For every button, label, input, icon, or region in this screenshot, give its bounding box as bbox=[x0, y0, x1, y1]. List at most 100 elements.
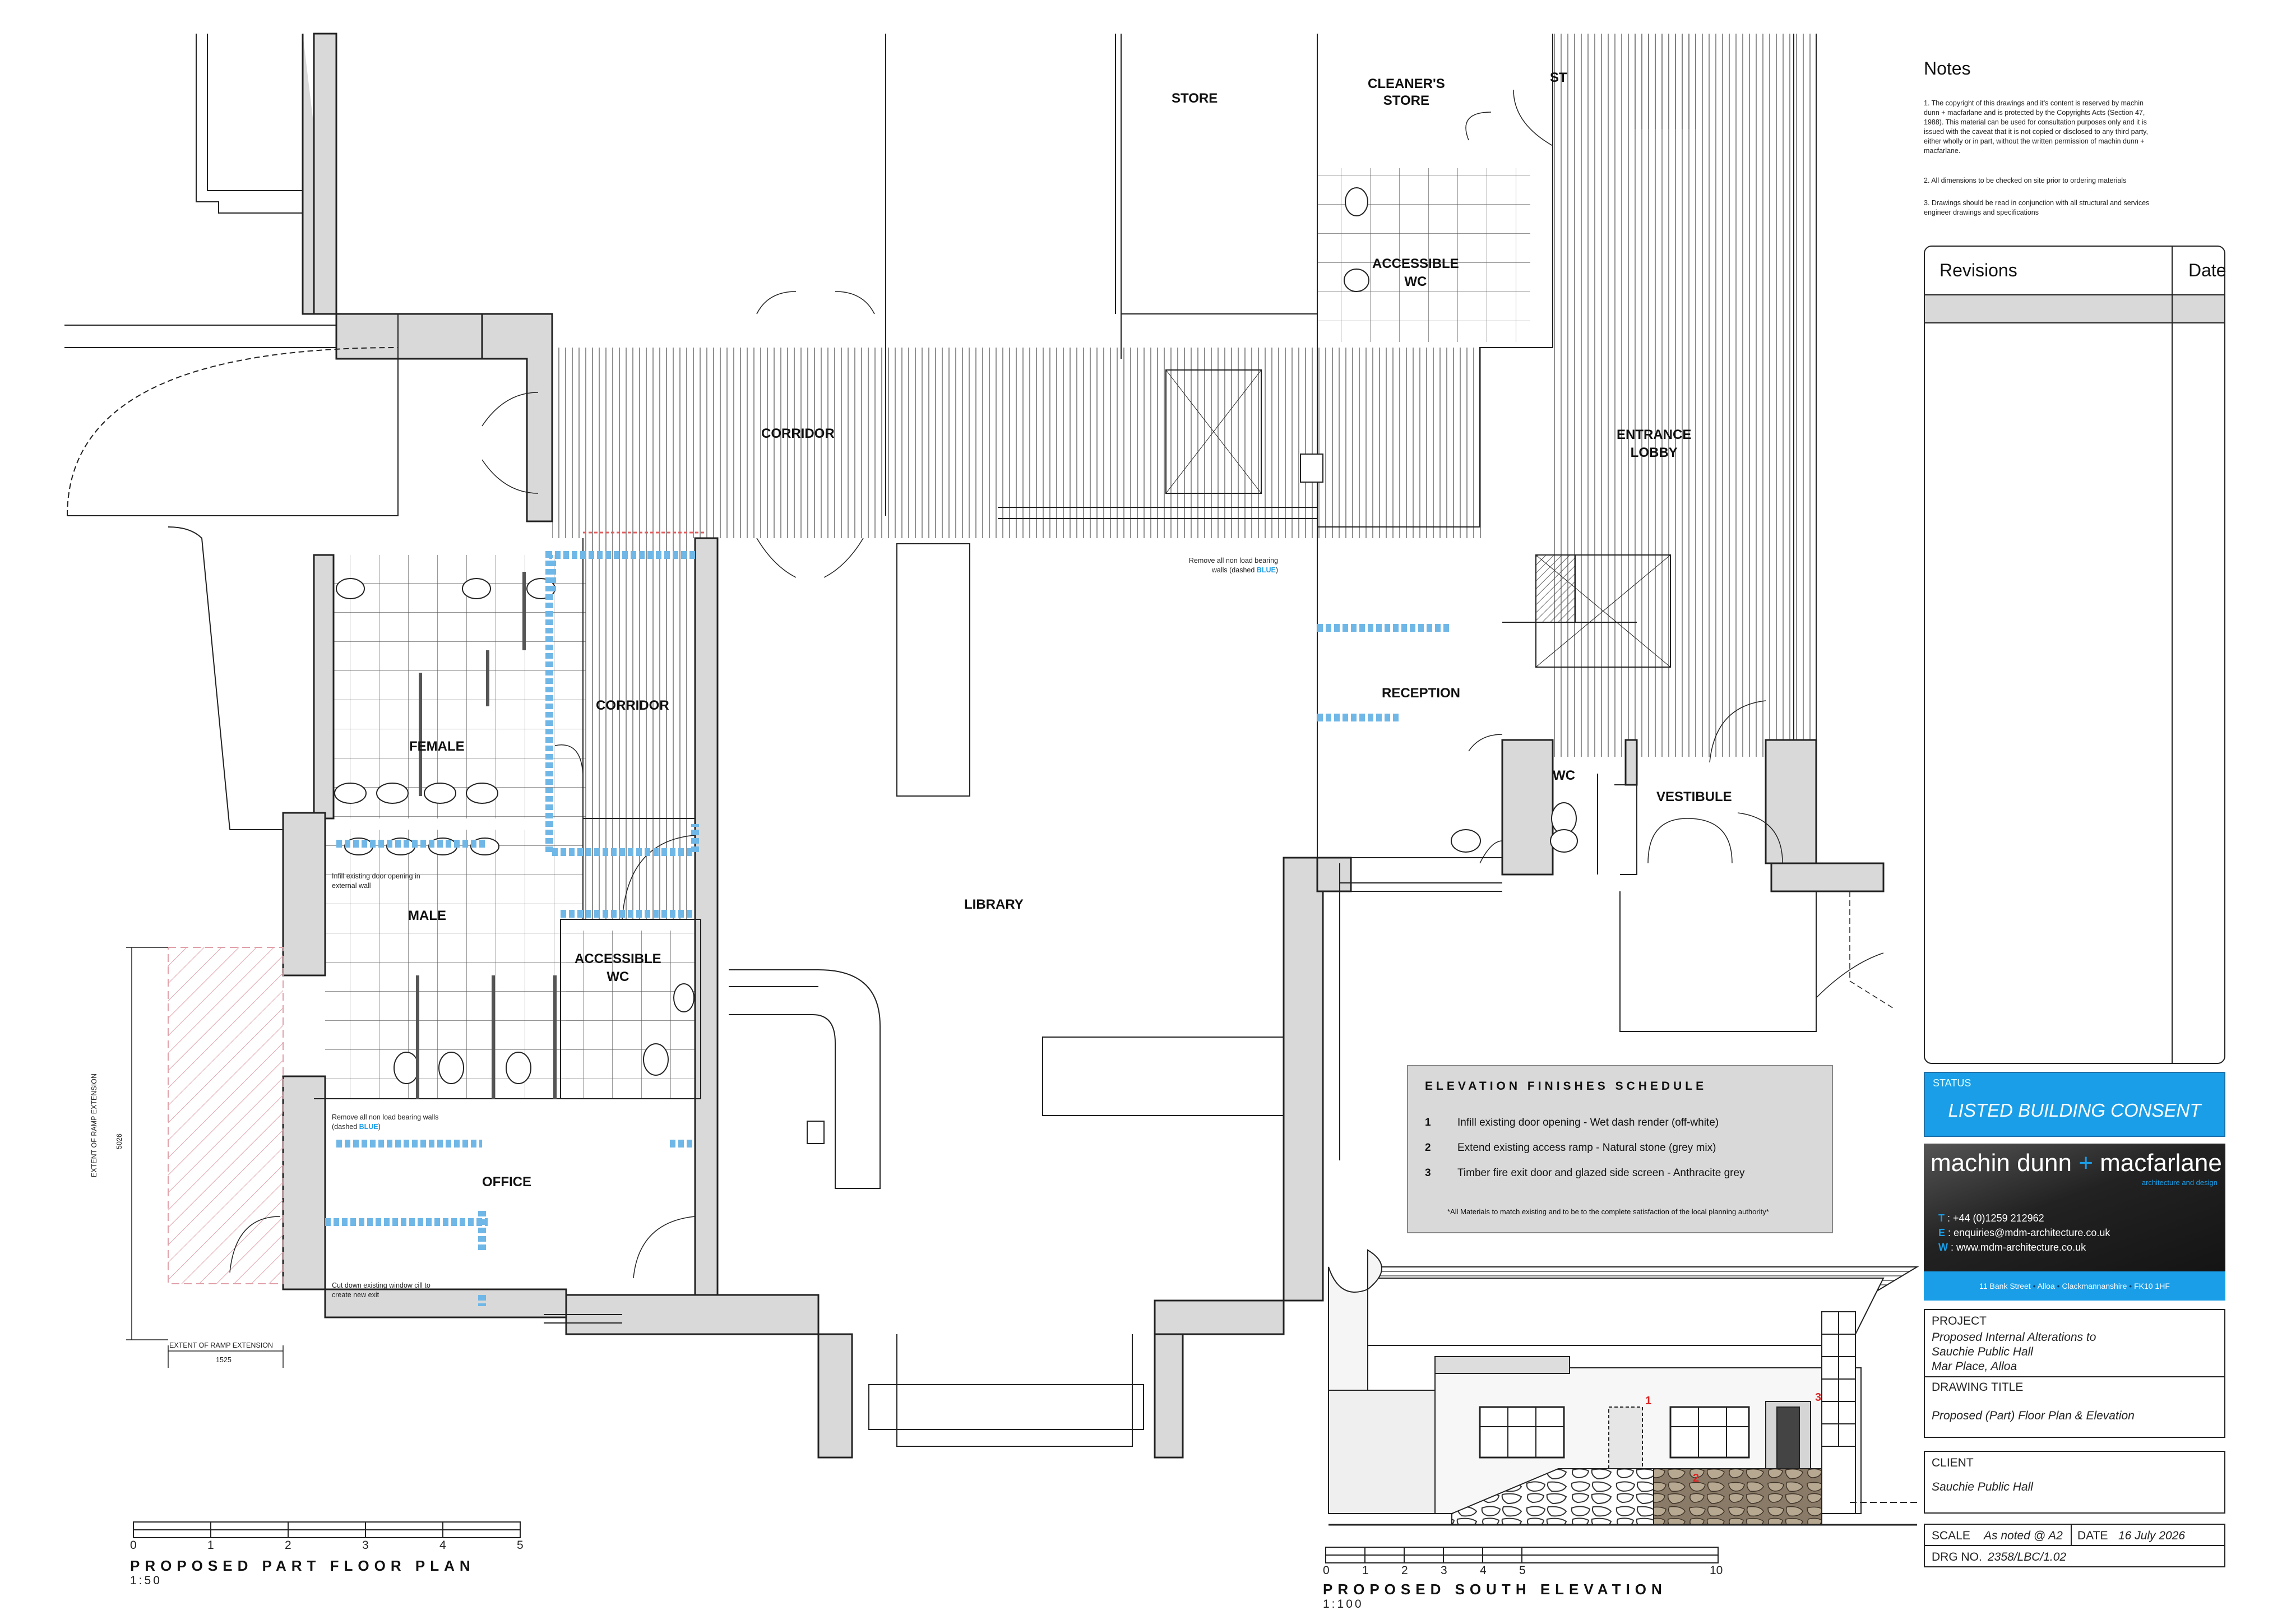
room-label-corridor-left: CORRIDOR bbox=[596, 698, 669, 713]
drawing-title-label: DRAWING TITLE bbox=[1932, 1381, 2024, 1394]
status-value: LISTED BUILDING CONSENT bbox=[1948, 1100, 2201, 1121]
room-label-wc: WC bbox=[1553, 768, 1575, 783]
elevation-marker-2: 2 bbox=[1693, 1472, 1700, 1484]
notes-item-2: 2. All dimensions to be checked on site … bbox=[1924, 177, 2127, 184]
elev-scale-tick: 4 bbox=[1480, 1564, 1487, 1577]
elev-scale-tick: 3 bbox=[1441, 1564, 1447, 1577]
room-label-st: ST bbox=[1550, 70, 1567, 85]
plan-scale-tick: 3 bbox=[362, 1539, 369, 1552]
south-elevation bbox=[1328, 1249, 1919, 1526]
notes-item-1: 1. The copyright of this drawings and it… bbox=[1924, 99, 2148, 155]
revisions-date-header: Date bbox=[2188, 260, 2226, 280]
schedule-row: 2 Extend existing access ramp - Natural s… bbox=[1425, 1142, 1716, 1154]
logo-web: W : www.mdm-architecture.co.uk bbox=[1938, 1242, 2086, 1253]
plan-scale-ratio: 1:50 bbox=[130, 1574, 162, 1587]
floor-plan bbox=[64, 33, 1895, 1459]
elev-scale-tick: 0 bbox=[1323, 1564, 1330, 1577]
ramp-extension-hatch bbox=[168, 947, 284, 1284]
dimension-value-ramp-horizontal: 1525 bbox=[216, 1356, 232, 1364]
project-label: PROJECT bbox=[1932, 1315, 1987, 1327]
notes-item-3: 3. Drawings should be read in conjunctio… bbox=[1924, 199, 2150, 216]
elev-scale-tick: 10 bbox=[1710, 1564, 1723, 1577]
room-label-office: OFFICE bbox=[482, 1174, 531, 1190]
elev-scale-tick: 2 bbox=[1401, 1564, 1408, 1577]
logo-phone: T : +44 (0)1259 212962 bbox=[1938, 1213, 2044, 1224]
project-box: PROJECT Proposed Internal Alterations to… bbox=[1924, 1309, 2225, 1438]
scale-value: As noted @ A2 bbox=[1984, 1529, 2063, 1542]
schedule-num: 3 bbox=[1425, 1167, 1431, 1179]
room-label-vestibule: VESTIBULE bbox=[1656, 789, 1732, 804]
revisions-header: Revisions bbox=[1939, 260, 2017, 280]
logo-plus-icon: + bbox=[2079, 1149, 2093, 1177]
annotation-remove-walls-office: Remove all non load bearing walls(dashed… bbox=[332, 1113, 439, 1131]
revisions-header-band bbox=[1925, 294, 2224, 323]
room-label-female: FEMALE bbox=[409, 739, 465, 754]
elevation-scale-bar bbox=[1325, 1547, 1719, 1563]
lobby-floor-hatch bbox=[1553, 34, 1811, 757]
logo-email: E : enquiries@mdm-architecture.co.uk bbox=[1938, 1227, 2110, 1238]
schedule-text: Timber fire exit door and glazed side sc… bbox=[1457, 1167, 1745, 1179]
elevation-marker-3: 3 bbox=[1815, 1391, 1822, 1404]
drg-no-value: 2358/LBC/1.02 bbox=[1988, 1551, 2067, 1563]
logo-address-bar: 11 Bank Street • Alloa • Clackmannanshir… bbox=[1924, 1271, 2225, 1301]
elev-scale-tick: 1 bbox=[1362, 1564, 1369, 1577]
schedule-text: Extend existing access ramp - Natural st… bbox=[1457, 1142, 1716, 1154]
left-corridor-hatch bbox=[583, 538, 689, 919]
logo-wordmark: machin dunn + macfarlane bbox=[1931, 1149, 2222, 1177]
logo-contact: T : +44 (0)1259 212962 E : enquiries@mdm… bbox=[1938, 1211, 2110, 1255]
schedule-title: ELEVATION FINISHES SCHEDULE bbox=[1425, 1080, 1707, 1093]
dimension-value-ramp-vertical: 5026 bbox=[115, 1133, 123, 1149]
room-label-corridor-top: CORRIDOR bbox=[761, 426, 835, 441]
wall-north-west bbox=[302, 34, 553, 360]
plan-title: PROPOSED PART FLOOR PLAN bbox=[130, 1557, 475, 1574]
room-label-male: MALE bbox=[408, 908, 446, 923]
revisions-column-divider bbox=[2172, 247, 2173, 1063]
elev-scale-tick: 5 bbox=[1519, 1564, 1526, 1577]
date-label: DATE bbox=[2077, 1529, 2108, 1542]
client-value: Sauchie Public Hall bbox=[1932, 1480, 2033, 1493]
elevation-scale-ratio: 1:100 bbox=[1323, 1598, 1364, 1611]
drg-no-label: DRG NO. bbox=[1932, 1551, 1982, 1563]
plan-scale-tick: 1 bbox=[207, 1539, 214, 1552]
status-label: STATUS bbox=[1933, 1077, 1971, 1089]
corridor-floor-hatch bbox=[552, 348, 1483, 538]
dimension-label-ramp-vertical: EXTENT OF RAMP EXTENSION bbox=[90, 1074, 98, 1177]
room-label-library: LIBRARY bbox=[964, 897, 1024, 912]
plan-scale-bar bbox=[133, 1521, 521, 1538]
date-value: 16 July 2026 bbox=[2118, 1529, 2186, 1542]
acc-wc-tiles bbox=[566, 931, 701, 1099]
client-box: CLIENT Sauchie Public Hall bbox=[1924, 1451, 2225, 1514]
finishes-schedule: ELEVATION FINISHES SCHEDULE 1 Infill exis… bbox=[1407, 1065, 1833, 1233]
schedule-num: 2 bbox=[1425, 1142, 1431, 1154]
status-box: STATUS LISTED BUILDING CONSENT bbox=[1924, 1072, 2225, 1137]
schedule-note: *All Materials to match existing and to … bbox=[1447, 1207, 1769, 1216]
scale-date-row: SCALE As noted @ A2 DATE 16 July 2026 bbox=[1924, 1524, 2225, 1546]
schedule-num: 1 bbox=[1425, 1117, 1431, 1128]
schedule-row: 3 Timber fire exit door and glazed side s… bbox=[1425, 1167, 1745, 1179]
logo-name-right: macfarlane bbox=[2100, 1149, 2222, 1177]
drawing-title-value: Proposed (Part) Floor Plan & Elevation bbox=[1932, 1409, 2135, 1422]
schedule-row: 1 Infill existing door opening - Wet dash… bbox=[1425, 1117, 1719, 1129]
company-logo: machin dunn + macfarlane architecture an… bbox=[1924, 1144, 2225, 1301]
dimension-label-ramp-horizontal: EXTENT OF RAMP EXTENSION bbox=[169, 1341, 273, 1349]
plan-scale-tick: 0 bbox=[130, 1539, 137, 1552]
schedule-text: Infill existing door opening - Wet dash … bbox=[1457, 1117, 1719, 1128]
plan-scale-tick: 4 bbox=[439, 1539, 446, 1552]
elevation-marker-1: 1 bbox=[1645, 1395, 1652, 1407]
revisions-table: Revisions Date bbox=[1924, 246, 2226, 1064]
elevation-title: PROPOSED SOUTH ELEVATION bbox=[1323, 1581, 1667, 1598]
scale-label: SCALE bbox=[1932, 1529, 1970, 1542]
plan-scale-tick: 5 bbox=[517, 1539, 524, 1552]
room-label-reception: RECEPTION bbox=[1382, 686, 1461, 701]
stair-hatch bbox=[1631, 34, 1698, 129]
logo-name-left: machin dunn bbox=[1931, 1149, 2072, 1177]
room-label-store: STORE bbox=[1172, 91, 1218, 106]
